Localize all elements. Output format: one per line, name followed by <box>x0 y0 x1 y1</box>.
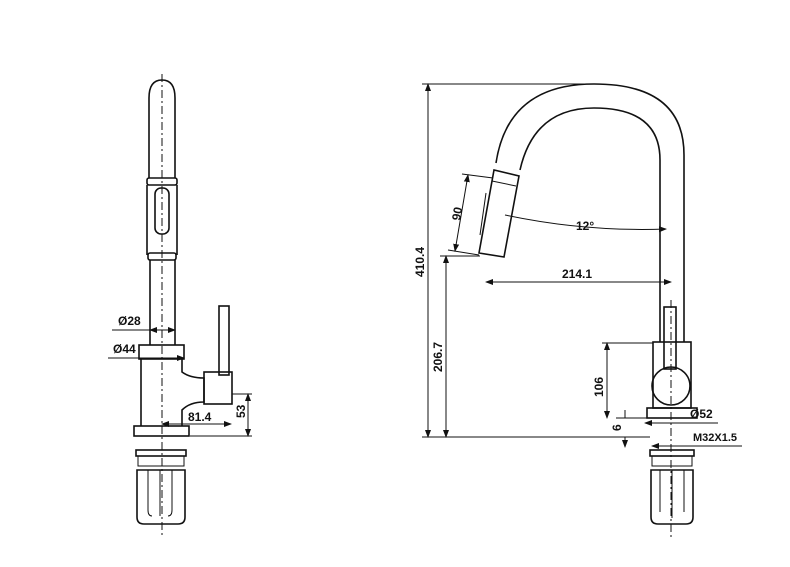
dim-214-1-label: 214.1 <box>562 267 592 281</box>
dim-106-label: 106 <box>592 377 606 397</box>
dim-410-4-ext <box>422 83 650 438</box>
spray-button <box>154 187 170 235</box>
gooseneck-outer <box>495 83 685 342</box>
dim-dia44-label: Ø44 <box>113 342 136 356</box>
front-base-plate <box>646 407 698 419</box>
front-base-ring-inner <box>651 455 693 467</box>
spray-head-front-slot <box>479 192 487 236</box>
dim-dia52-label: Ø52 <box>690 407 713 421</box>
dim-81-4-label: 81.4 <box>188 410 212 424</box>
dim-12deg-arc <box>504 214 667 233</box>
front-lever <box>663 306 677 370</box>
dim-90-label: 90 <box>449 206 465 222</box>
dim-thread-label: M32X1.5 <box>693 432 737 444</box>
dim-6-label: 6 <box>610 424 624 431</box>
side-view: Ø28 Ø44 81.4 53 <box>108 74 252 537</box>
front-fixing-nut <box>650 469 694 525</box>
spray-head-front-band <box>491 180 517 187</box>
base-ring <box>135 449 187 457</box>
front-view: 410.4 206.7 90 12° 214.1 106 6 Ø52 M32X1… <box>413 83 742 537</box>
handle-cap <box>203 371 233 405</box>
front-fixing-nut-ribs <box>659 470 685 518</box>
gooseneck-inner <box>519 107 661 342</box>
spray-head-body <box>146 185 178 255</box>
front-base-ring <box>649 449 695 457</box>
dim-410-4-label: 410.4 <box>413 247 427 277</box>
spray-head-front <box>478 169 520 258</box>
dim-12deg-label: 12° <box>576 219 594 233</box>
base-ring-inner <box>137 455 185 467</box>
handle-lever <box>218 305 230 376</box>
fixing-nut <box>136 469 186 525</box>
dim-90-line <box>453 174 470 252</box>
dim-206-7-label: 206.7 <box>431 342 445 372</box>
fixing-nut-ribs <box>147 470 173 517</box>
dim-dia28-label: Ø28 <box>118 314 141 328</box>
dim-53-label: 53 <box>234 404 248 418</box>
